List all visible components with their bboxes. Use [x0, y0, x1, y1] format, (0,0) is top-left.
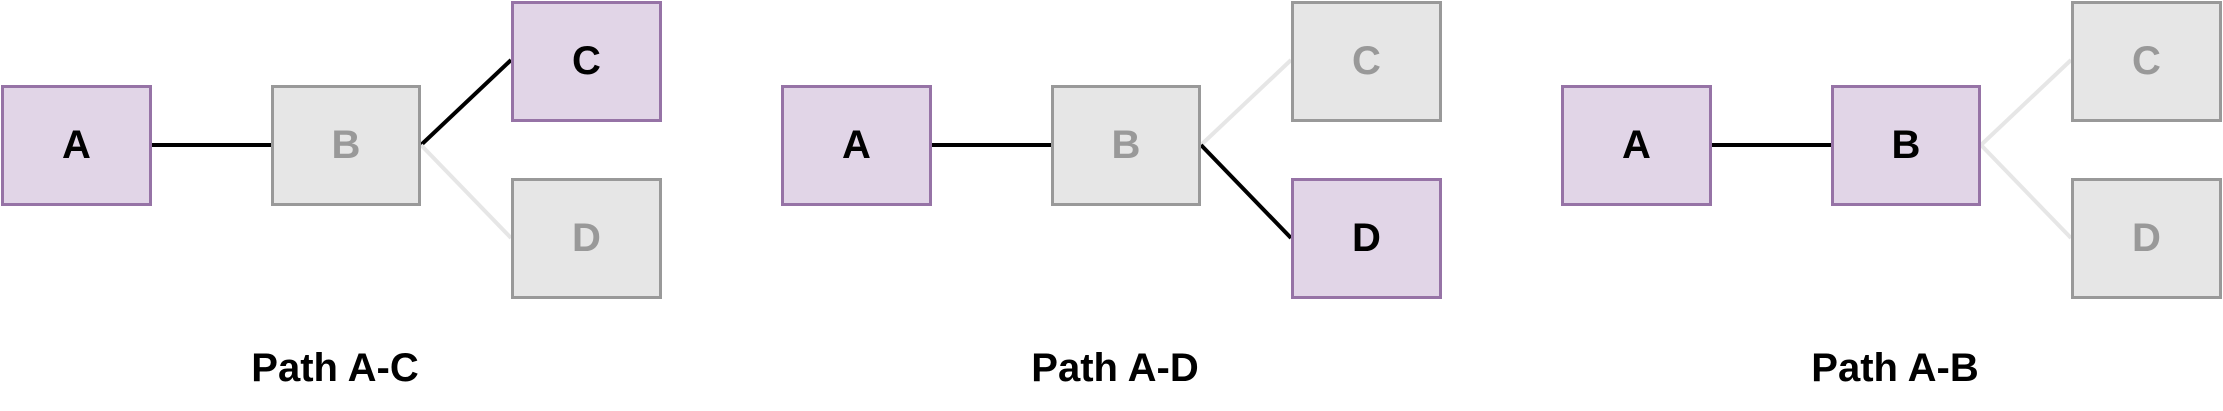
panel-caption: Path A-B	[1811, 346, 1979, 390]
node-a: A	[1561, 85, 1712, 206]
node-d: D	[1291, 178, 1442, 299]
edge-b-d	[1979, 143, 2073, 240]
panel-caption: Path A-D	[1031, 346, 1199, 390]
node-c: C	[2071, 1, 2222, 122]
panel-path-a-c: A B C D Path A-C	[0, 0, 670, 411]
edges-layer	[1712, 58, 2073, 240]
edges-layer	[932, 58, 1293, 240]
panel-path-a-d: A B C D Path A-D	[780, 0, 1450, 411]
node-c: C	[1291, 1, 1442, 122]
node-b: B	[271, 85, 421, 206]
node-d: D	[511, 178, 662, 299]
edge-b-c	[1979, 58, 2073, 147]
edge-b-c	[1199, 58, 1293, 147]
panel-path-a-b: A B C D Path A-B	[1560, 0, 2223, 411]
node-d: D	[2071, 178, 2222, 299]
node-c: C	[511, 1, 662, 122]
node-b: B	[1051, 85, 1201, 206]
edges-layer	[152, 58, 513, 240]
node-b: B	[1831, 85, 1981, 206]
edge-b-d	[419, 143, 513, 240]
node-a: A	[781, 85, 932, 206]
node-a: A	[1, 85, 152, 206]
edge-b-d	[1199, 143, 1293, 240]
panel-caption: Path A-C	[251, 346, 419, 390]
edge-b-c	[419, 58, 513, 147]
